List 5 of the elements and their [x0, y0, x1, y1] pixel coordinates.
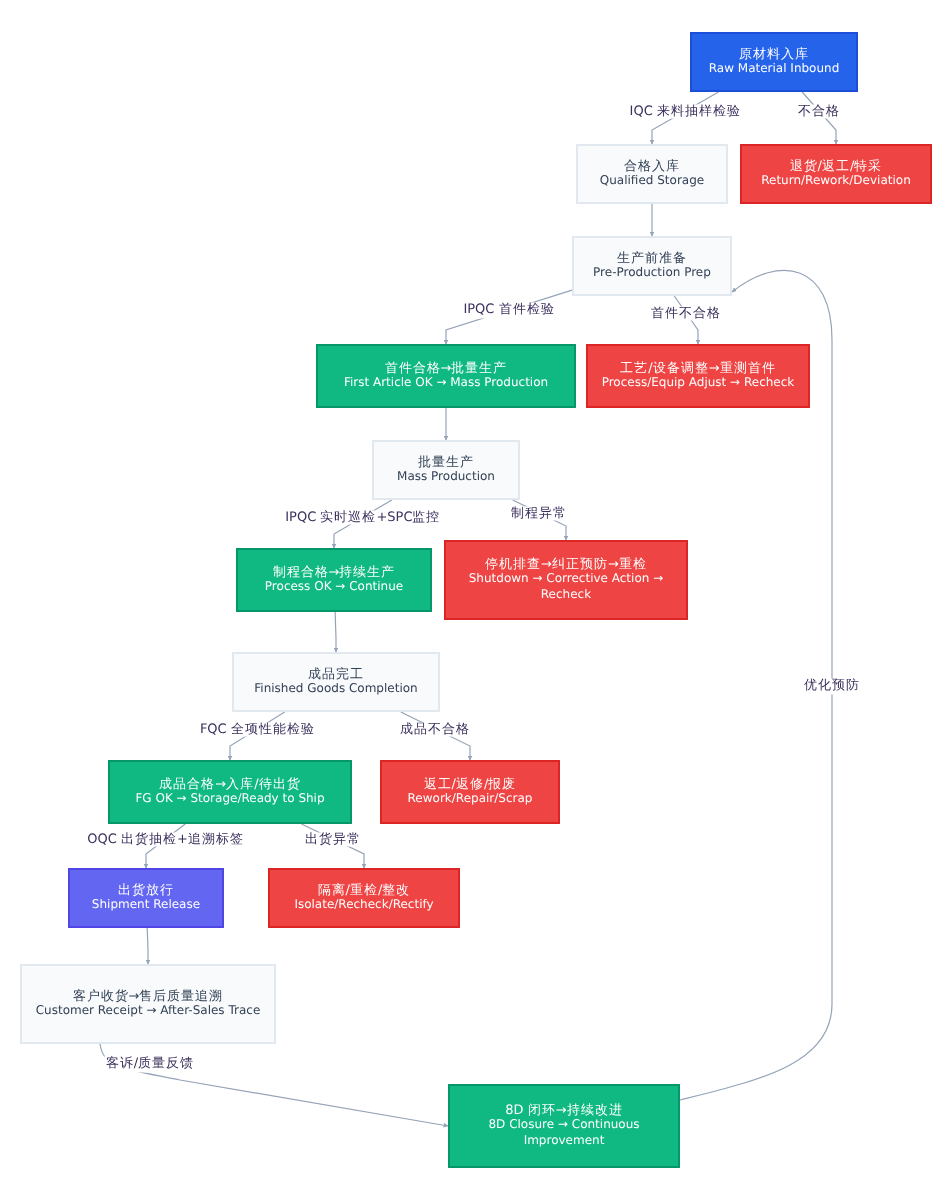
arrow	[145, 927, 151, 965]
arrow	[333, 611, 339, 653]
arrow	[443, 407, 449, 441]
arrow	[649, 203, 655, 237]
arrow	[679, 270, 833, 1101]
